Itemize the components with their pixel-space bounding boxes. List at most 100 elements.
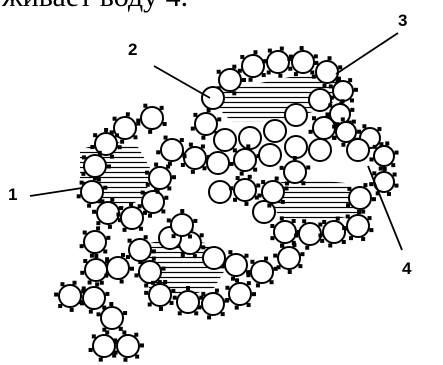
water-film-mark [369, 157, 373, 161]
water-film-mark [83, 231, 87, 235]
water-film-mark [322, 220, 326, 224]
water-film-mark [342, 240, 346, 244]
water-film-mark [337, 77, 341, 81]
water-film-mark [105, 257, 109, 261]
water-film-mark [148, 214, 152, 218]
water-film-mark [122, 330, 126, 334]
water-film-mark [203, 166, 207, 170]
soil-particle [246, 257, 277, 288]
water-film-mark [108, 225, 112, 229]
soil-particle [54, 281, 85, 312]
water-film-mark [140, 343, 144, 347]
water-film-mark [128, 239, 132, 243]
water-film-mark [83, 259, 87, 263]
water-film-mark [391, 163, 395, 167]
water-film-mark [314, 61, 318, 65]
water-film-mark [302, 219, 306, 223]
water-film-mark [300, 46, 304, 50]
water-film-mark [126, 112, 130, 116]
water-film-mark [352, 120, 356, 124]
water-film-mark [310, 70, 314, 74]
water-film-mark [139, 227, 143, 231]
water-film-mark [183, 154, 187, 158]
water-film-mark [244, 254, 248, 258]
water-film-mark [385, 141, 389, 145]
water-film-mark [92, 334, 96, 338]
water-film-mark [328, 103, 332, 107]
soil-particle [230, 144, 261, 175]
water-film-mark [180, 209, 184, 213]
water-film-mark [346, 214, 350, 218]
soil-particle [209, 181, 231, 203]
water-film-mark [322, 84, 326, 88]
water-film-mark [248, 175, 252, 179]
water-film-mark [194, 311, 198, 315]
water-film-mark [80, 181, 84, 185]
water-film-mark [133, 135, 137, 139]
water-film-mark [96, 312, 100, 316]
water-film-mark [298, 264, 302, 268]
water-film-mark [328, 243, 332, 247]
water-film-mark [161, 209, 165, 213]
water-film-mark [197, 305, 201, 309]
water-film-mark [171, 289, 175, 293]
water-film-mark [110, 198, 114, 202]
soil-particle [203, 247, 225, 269]
water-film-mark [235, 278, 239, 282]
water-film-mark [115, 133, 119, 137]
water-film-mark [119, 206, 123, 210]
water-film-mark [163, 122, 167, 126]
soil-particle [156, 136, 186, 166]
water-film-mark [280, 216, 284, 220]
soil-particle [136, 104, 166, 134]
leader-line-3 [336, 33, 398, 74]
water-film-mark [288, 67, 292, 71]
water-film-mark [109, 302, 113, 306]
water-film-mark [154, 163, 158, 167]
soil-particle [285, 136, 307, 158]
water-film-mark [357, 210, 361, 214]
water-film-mark [300, 252, 304, 256]
water-film-mark [341, 99, 345, 103]
water-film-mark [114, 351, 118, 355]
water-film-mark [217, 70, 221, 74]
soil-particle [197, 289, 228, 320]
water-film-mark [225, 298, 229, 302]
water-film-mark [361, 237, 365, 241]
water-film-mark [146, 183, 150, 187]
water-film-mark [228, 250, 232, 254]
water-film-mark [120, 140, 124, 144]
water-film-mark [97, 177, 101, 181]
soil-particle [145, 163, 176, 194]
water-film-mark [98, 199, 102, 203]
water-film-mark [193, 113, 197, 117]
water-film-mark [247, 303, 251, 307]
water-film-mark [134, 333, 138, 337]
water-film-mark [328, 56, 332, 60]
soil-particle [270, 216, 301, 247]
water-film-mark [368, 216, 372, 220]
water-film-mark [163, 280, 167, 284]
water-film-mark [280, 244, 284, 248]
water-film-mark [186, 286, 190, 290]
water-film-mark [247, 281, 251, 285]
soil-particle [287, 46, 317, 76]
soil-particle [285, 104, 307, 126]
water-film-mark [104, 274, 108, 278]
water-film-mark [82, 155, 86, 159]
water-film-mark [264, 257, 268, 261]
water-film-mark [257, 194, 261, 198]
water-film-mark [191, 127, 195, 131]
water-film-mark [193, 254, 197, 258]
water-film-mark [232, 91, 236, 95]
water-film-mark [188, 234, 192, 238]
water-film-mark [106, 236, 110, 240]
water-film-mark [170, 301, 174, 305]
water-film-mark [54, 293, 58, 297]
water-film-mark [249, 78, 253, 82]
water-film-mark [119, 327, 123, 331]
water-film-mark [379, 167, 383, 171]
callout-2: 2 [128, 40, 137, 59]
water-film-mark [110, 155, 114, 159]
water-film-mark [253, 50, 257, 54]
